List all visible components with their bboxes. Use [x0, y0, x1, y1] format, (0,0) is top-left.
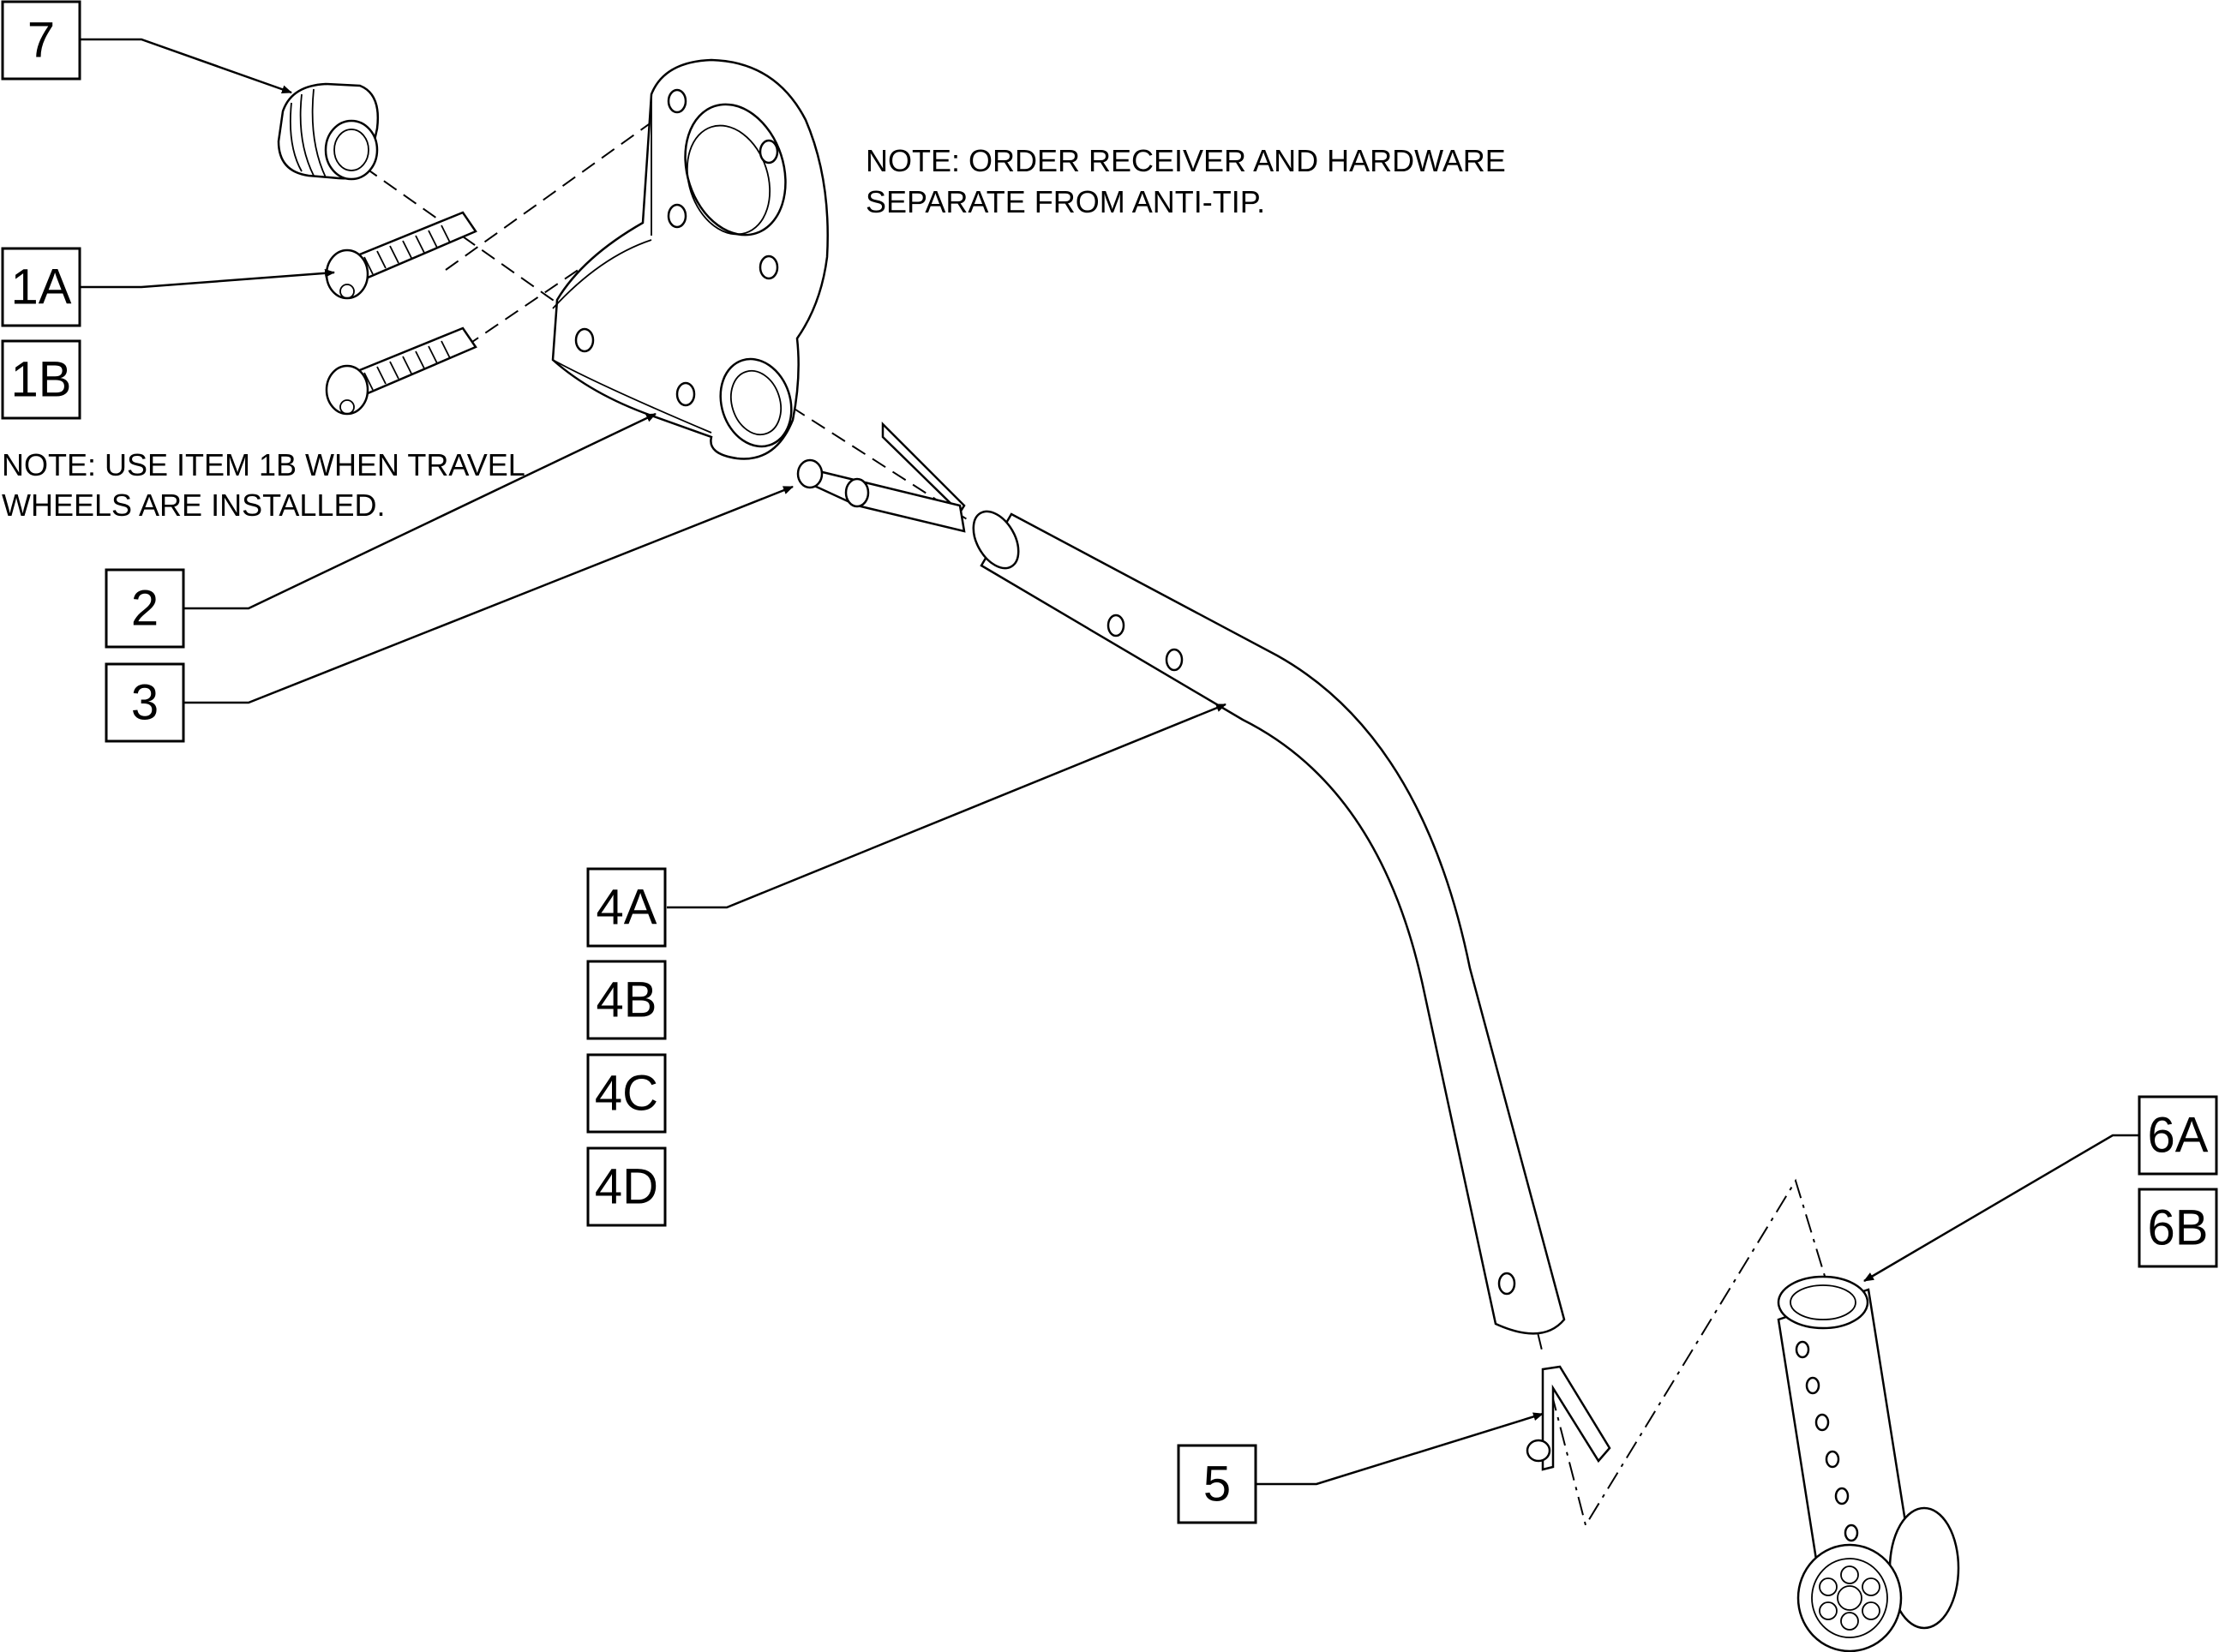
callout-4d: 4D: [586, 1146, 667, 1227]
callout-6a-label: 6A: [2148, 1108, 2209, 1164]
receiver-part: [551, 58, 829, 460]
callout-5-label: 5: [1203, 1457, 1231, 1512]
anti-tip-tube-part: [972, 510, 1566, 1335]
callout-1b-label: 1B: [11, 352, 72, 408]
receiver-note: NOTE: ORDER RECEIVER AND HARDWARE SEPARA…: [866, 143, 1506, 219]
callout-6a: 6A: [2138, 1095, 2218, 1176]
screw-1b-part: [325, 326, 477, 416]
callout-5: 5: [1177, 1444, 1257, 1524]
callout-1a: 1A: [1, 247, 81, 327]
receiver-note-line-2: SEPARATE FROM ANTI-TIP.: [866, 184, 1265, 219]
travel-wheels-note: NOTE: USE ITEM 1B WHEN TRAVEL WHEELS ARE…: [2, 447, 525, 523]
pin-3-part: [796, 421, 966, 533]
callout-4b-label: 4B: [597, 973, 657, 1028]
pin-5-part: [1526, 1365, 1611, 1471]
receiver-note-line-1: NOTE: ORDER RECEIVER AND HARDWARE: [866, 143, 1506, 178]
callout-2-label: 2: [131, 581, 159, 637]
callout-7: 7: [1, 0, 81, 81]
callout-7-label: 7: [27, 13, 55, 69]
callout-3: 3: [105, 662, 185, 743]
callout-6b: 6B: [2138, 1188, 2218, 1268]
callout-3-label: 3: [131, 675, 159, 731]
callout-2: 2: [105, 568, 185, 649]
callout-1b: 1B: [1, 339, 81, 420]
callout-4c-label: 4C: [595, 1066, 658, 1122]
travel-note-line-1: NOTE: USE ITEM 1B WHEN TRAVEL: [2, 447, 525, 482]
callout-1a-label: 1A: [11, 260, 72, 315]
plug-part: [277, 82, 380, 181]
callout-4d-label: 4D: [595, 1159, 658, 1215]
wheel-assembly-part: [1777, 1275, 1960, 1652]
callout-4b: 4B: [586, 960, 667, 1040]
travel-note-line-2: WHEELS ARE INSTALLED.: [2, 488, 385, 523]
callout-6b-label: 6B: [2148, 1200, 2209, 1256]
callout-4c: 4C: [586, 1053, 667, 1134]
screw-1a-part: [325, 211, 477, 300]
callout-4a: 4A: [586, 867, 667, 948]
callout-4a-label: 4A: [597, 880, 657, 936]
